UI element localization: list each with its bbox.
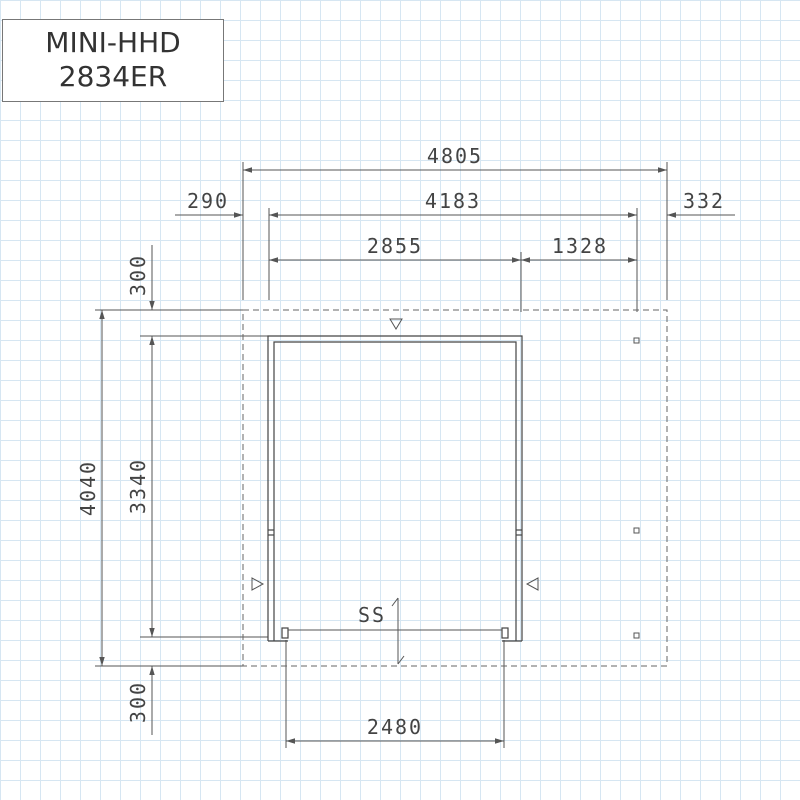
left-view-marker — [251, 577, 265, 591]
roof-outline — [242, 309, 668, 667]
dim-overall-width: 4805 — [427, 144, 483, 168]
dim-inner-depth: 3340 — [126, 458, 150, 514]
dim-bottom-overhang: 300 — [126, 681, 150, 723]
top-view-marker — [389, 318, 403, 330]
title-block: MINI-HHD 2834ER — [2, 19, 224, 102]
dim-top-overhang: 300 — [126, 254, 150, 296]
right-view-marker — [525, 577, 539, 591]
dim-overall-depth: 4040 — [76, 460, 100, 516]
dimension-labels: 4805 290 4183 332 2855 1328 4040 3340 30… — [76, 144, 725, 739]
section-marker: SS — [358, 597, 405, 665]
dim-inner-width: 4183 — [425, 189, 481, 213]
section-label: SS — [358, 603, 386, 627]
dimension-lines — [99, 167, 735, 744]
dim-right-overhang: 332 — [683, 189, 725, 213]
model-name: MINI-HHD — [45, 26, 181, 59]
post-markers — [633, 337, 640, 639]
dim-main-width: 2855 — [367, 234, 423, 258]
building-walls — [267, 335, 523, 642]
dim-left-overhang: 290 — [187, 189, 229, 213]
model-code: 2834ER — [58, 60, 168, 93]
dim-side-width: 1328 — [552, 234, 608, 258]
view-markers — [251, 318, 539, 591]
dim-door-width: 2480 — [367, 715, 423, 739]
